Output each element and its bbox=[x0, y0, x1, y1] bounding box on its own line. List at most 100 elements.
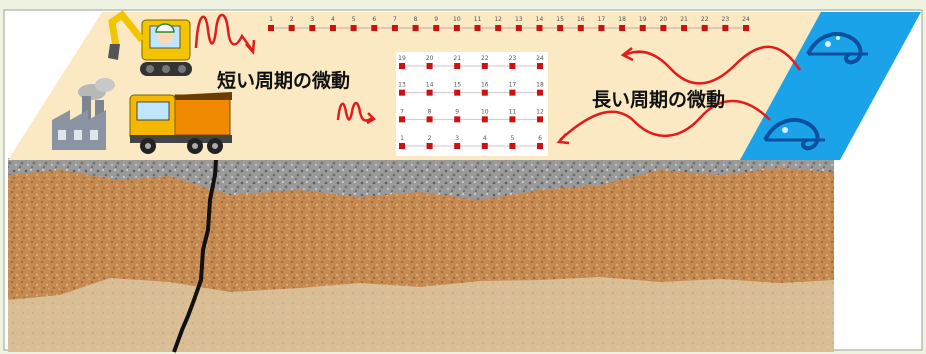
sensor-number: 7 bbox=[393, 16, 397, 23]
sensor-number: 2 bbox=[428, 135, 432, 142]
sensor-marker bbox=[577, 25, 584, 31]
sensor-marker bbox=[268, 25, 274, 31]
sensor-marker bbox=[481, 143, 488, 149]
sensor-marker bbox=[681, 25, 688, 31]
sensor-number: 15 bbox=[453, 82, 461, 89]
sand-layer bbox=[8, 277, 834, 352]
sensor-marker bbox=[743, 25, 749, 31]
sensor-number: 16 bbox=[577, 16, 585, 23]
sensor-marker bbox=[536, 25, 543, 31]
sensor-marker bbox=[515, 25, 522, 31]
sensor-number: 22 bbox=[701, 16, 709, 23]
sensor-marker bbox=[426, 89, 433, 96]
sensor-marker bbox=[399, 116, 405, 123]
short-period-label: 短い周期の微動 bbox=[217, 70, 351, 92]
sensor-number: 10 bbox=[453, 16, 461, 23]
sensor-marker bbox=[399, 143, 405, 149]
sensor-number: 14 bbox=[536, 16, 544, 23]
fault-crack bbox=[172, 144, 219, 353]
sensor-number: 5 bbox=[352, 16, 356, 23]
sensor-number: 15 bbox=[556, 16, 564, 23]
sensor-marker bbox=[454, 63, 461, 69]
sensor-number: 5 bbox=[510, 135, 514, 142]
sensor-marker bbox=[639, 25, 646, 31]
sensor-marker bbox=[399, 89, 405, 96]
sensor-marker bbox=[495, 25, 502, 31]
sensor-marker bbox=[481, 116, 488, 123]
sensor-marker bbox=[474, 25, 481, 31]
sensor-number: 11 bbox=[509, 108, 517, 115]
sensor-marker bbox=[399, 63, 405, 69]
sensor-marker bbox=[722, 25, 729, 31]
sensor-marker bbox=[371, 25, 378, 31]
sensor-number: 23 bbox=[509, 55, 517, 62]
sensor-number: 17 bbox=[598, 16, 606, 23]
sensor-number: 7 bbox=[400, 108, 404, 115]
sensor-number: 18 bbox=[618, 16, 626, 23]
sensor-number: 8 bbox=[428, 108, 432, 115]
sensor-number: 2 bbox=[290, 16, 294, 23]
long-wave-bottom bbox=[559, 99, 771, 141]
long-wave-top bbox=[624, 45, 802, 85]
sensor-marker bbox=[660, 25, 667, 31]
sensor-number: 14 bbox=[426, 82, 434, 89]
sensor-marker bbox=[481, 89, 488, 96]
sensor-marker bbox=[426, 143, 433, 149]
ground-section bbox=[8, 144, 834, 353]
long-period-label: 長い周期の微動 bbox=[592, 89, 726, 111]
dump-truck-icon bbox=[129, 92, 232, 154]
ocean-wave-icon bbox=[806, 32, 868, 65]
sensor-number: 24 bbox=[536, 55, 544, 62]
sensor-marker bbox=[537, 116, 543, 123]
sensor-marker bbox=[537, 89, 543, 96]
short-wave-top bbox=[194, 13, 254, 51]
sensor-marker bbox=[509, 143, 516, 149]
sensor-number: 1 bbox=[269, 16, 273, 23]
sensor-marker bbox=[288, 25, 295, 31]
sensor-marker bbox=[557, 25, 564, 31]
sensor-number: 11 bbox=[474, 16, 482, 23]
sensor-marker bbox=[412, 25, 419, 31]
sensor-number: 18 bbox=[536, 82, 544, 89]
sensor-number: 22 bbox=[481, 55, 489, 62]
sensor-marker bbox=[454, 116, 461, 123]
factory-icon bbox=[52, 78, 115, 150]
sensor-number: 9 bbox=[434, 16, 438, 23]
sensor-number: 3 bbox=[310, 16, 314, 23]
sensor-marker bbox=[509, 116, 516, 123]
sensor-marker bbox=[454, 143, 461, 149]
sensor-marker bbox=[598, 25, 605, 31]
sensor-marker bbox=[433, 25, 440, 31]
sensor-number: 24 bbox=[742, 16, 750, 23]
sea-area bbox=[740, 12, 921, 160]
sensor-number: 9 bbox=[455, 108, 459, 115]
sensor-number: 21 bbox=[680, 16, 688, 23]
sensor-number: 19 bbox=[639, 16, 647, 23]
sensor-number: 17 bbox=[509, 82, 517, 89]
sensor-marker bbox=[329, 25, 336, 31]
sensor-number: 13 bbox=[398, 82, 406, 89]
sensor-number: 21 bbox=[453, 55, 461, 62]
sensor-number: 13 bbox=[515, 16, 523, 23]
sensor-number: 8 bbox=[414, 16, 418, 23]
sensor-marker bbox=[309, 25, 316, 31]
sensor-number: 4 bbox=[483, 135, 487, 142]
sensor-marker bbox=[391, 25, 398, 31]
sensor-number: 1 bbox=[400, 135, 404, 142]
sensor-marker bbox=[453, 25, 460, 31]
sensor-number: 23 bbox=[722, 16, 730, 23]
sensor-marker bbox=[537, 63, 543, 69]
sensor-number: 3 bbox=[455, 135, 459, 142]
sensor-marker bbox=[426, 63, 433, 69]
sensor-number: 16 bbox=[481, 82, 489, 89]
sensor-marker bbox=[509, 63, 516, 69]
sensor-number: 4 bbox=[331, 16, 335, 23]
sensor-number: 12 bbox=[494, 16, 502, 23]
sensor-number: 19 bbox=[398, 55, 406, 62]
sensor-marker bbox=[426, 116, 433, 123]
worker-icon bbox=[155, 23, 175, 44]
sensor-number: 20 bbox=[426, 55, 434, 62]
